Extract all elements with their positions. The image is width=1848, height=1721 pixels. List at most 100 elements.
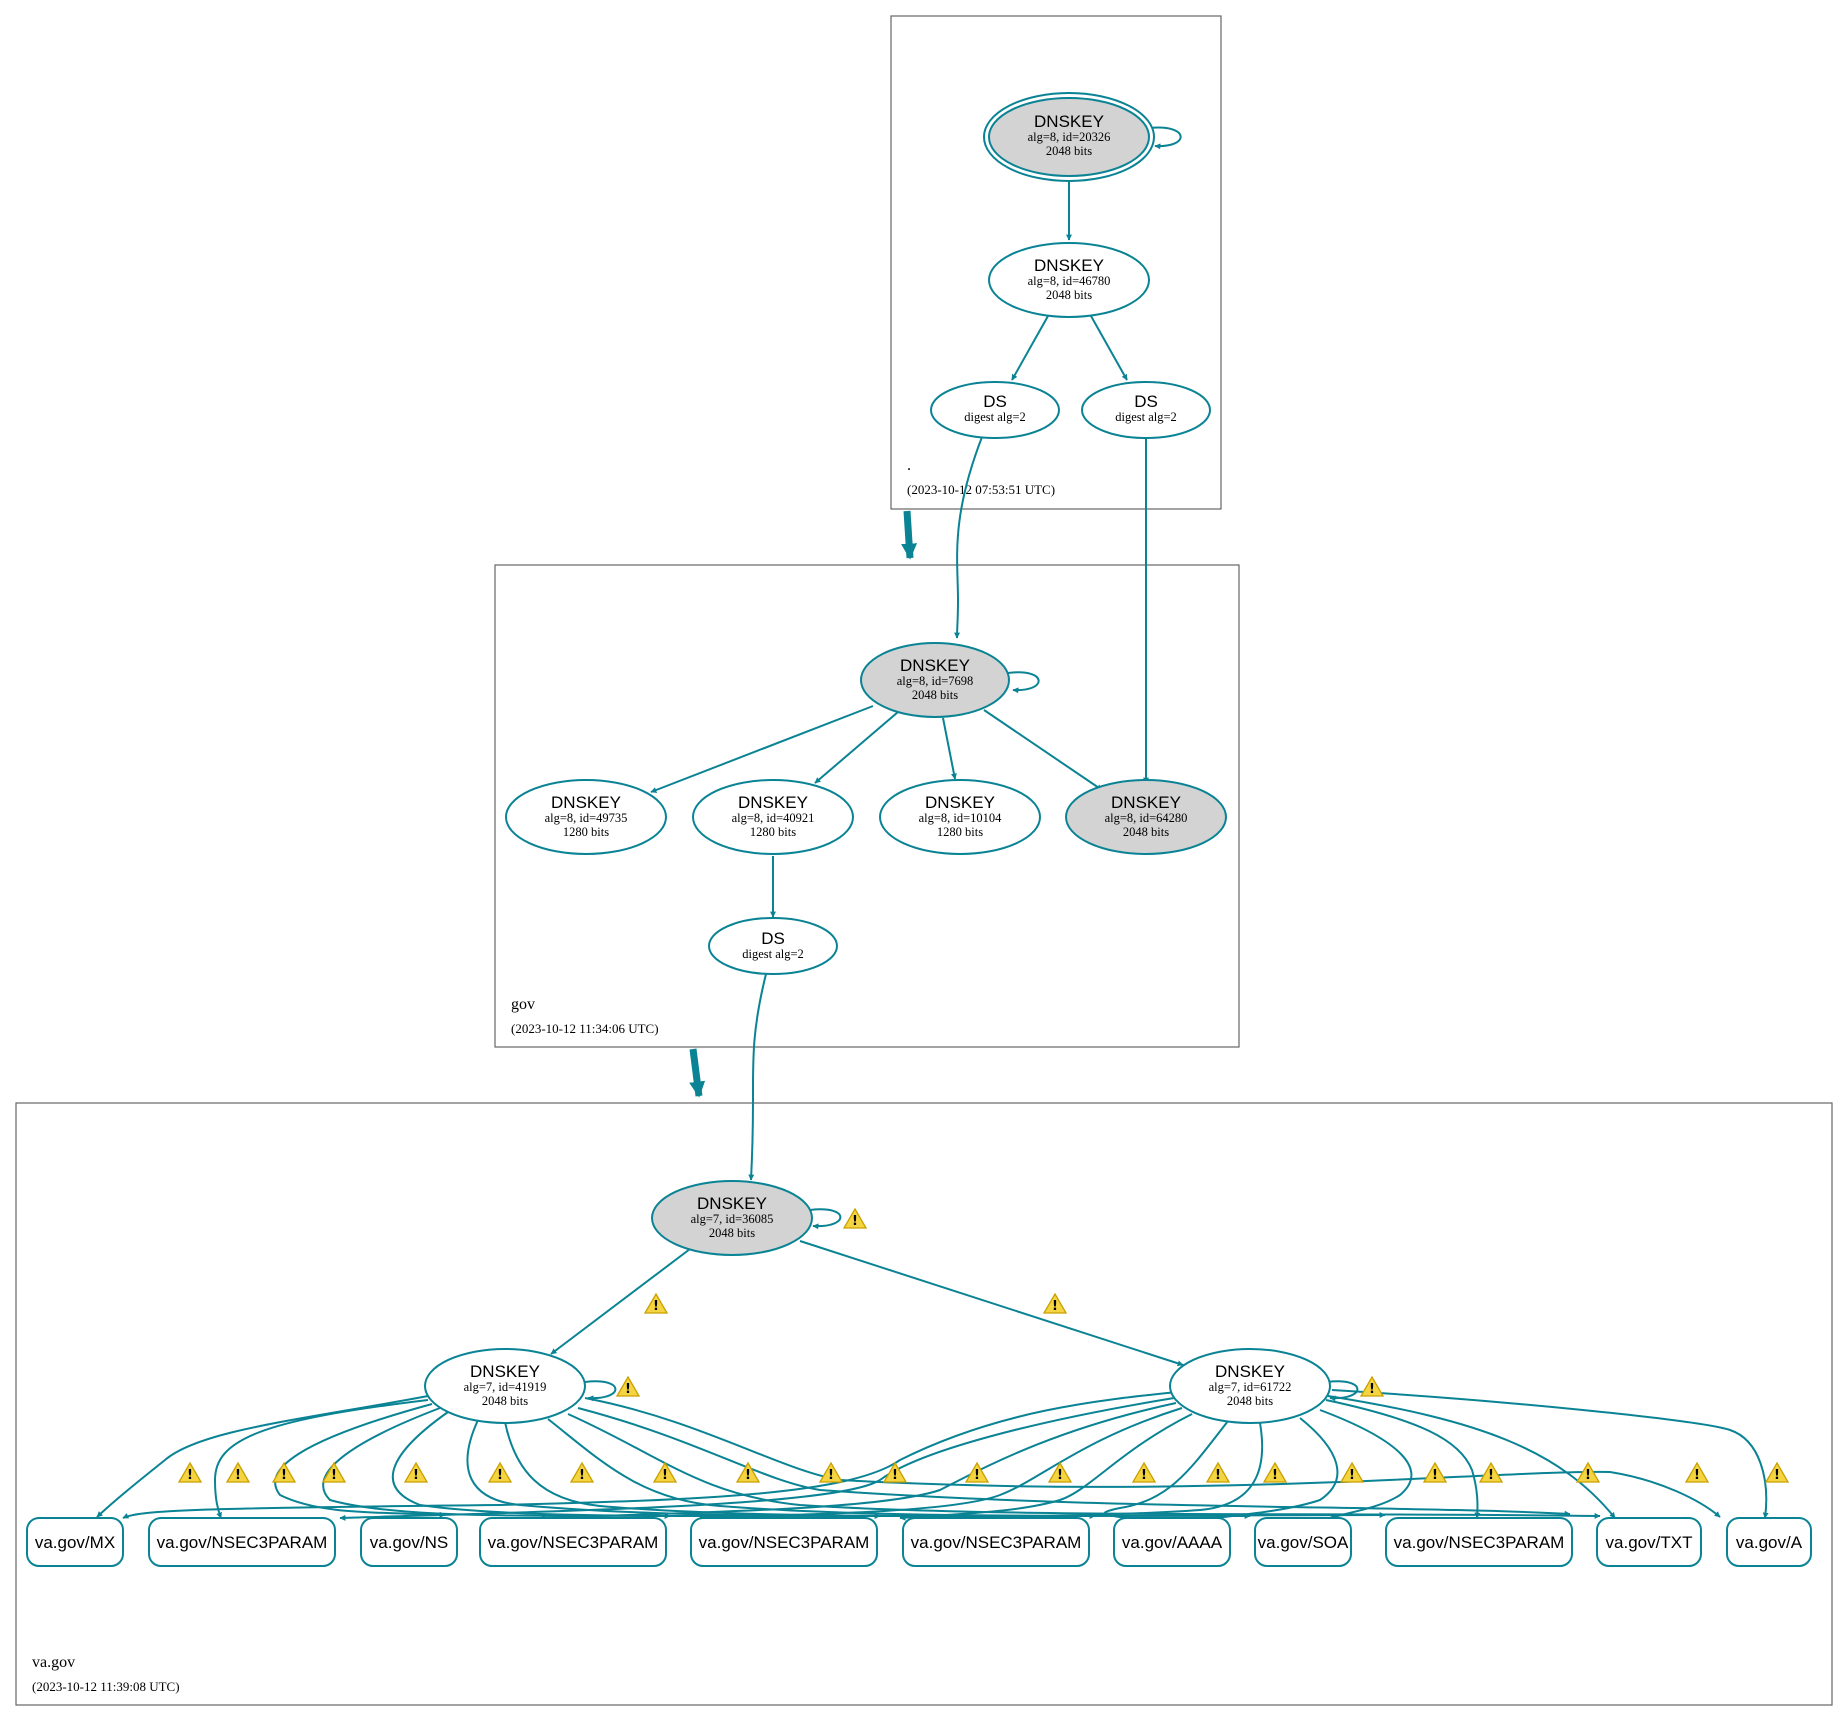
rrset-node-nsec3param-3[interactable]: va.gov/NSEC3PARAM [690,1517,878,1567]
dnskey-node-64280[interactable]: DNSKEY alg=8, id=64280 2048 bits [1065,779,1227,855]
dnskey-node-20326[interactable]: DNSKEY alg=8, id=20326 2048 bits [983,92,1155,182]
node-title: DS [1134,392,1158,411]
edges-gov [650,671,1103,1181]
warning-triangle-icon[interactable] [1043,1293,1067,1315]
rrset-node-nsec3param-4[interactable]: va.gov/NSEC3PARAM [902,1517,1090,1567]
warning-triangle-icon[interactable] [616,1376,640,1398]
rrset-label: va.gov/NS [370,1533,448,1552]
warning-triangle-icon[interactable] [1340,1462,1364,1484]
node-detail: alg=8, id=40921 [732,811,815,825]
dnskey-node-40921[interactable]: DNSKEY alg=8, id=40921 1280 bits [692,779,854,855]
rrset-node-a[interactable]: va.gov/A [1726,1517,1812,1567]
rrset-label: va.gov/TXT [1606,1533,1693,1552]
node-detail: 1280 bits [937,825,983,839]
node-detail: 2048 bits [482,1394,528,1408]
ds-node-root-2[interactable]: DS digest alg=2 [1081,381,1211,439]
warning-triangle-icon[interactable] [819,1462,843,1484]
edges-root [954,126,1182,784]
zone-root-name: . [907,457,911,474]
warning-triangle-icon[interactable] [644,1293,668,1315]
rrset-node-nsec3param-5[interactable]: va.gov/NSEC3PARAM [1385,1517,1573,1567]
node-title: DNSKEY [1111,793,1181,812]
node-title: DNSKEY [551,793,621,812]
warning-triangle-icon[interactable] [1765,1462,1789,1484]
warning-triangle-icon[interactable] [1360,1376,1384,1398]
rrset-label: va.gov/NSEC3PARAM [157,1533,328,1552]
ds-node-gov[interactable]: DS digest alg=2 [708,917,838,975]
zone-gov-name: gov [511,996,535,1013]
rrset-label: va.gov/AAAA [1122,1533,1223,1552]
dnskey-node-7698[interactable]: DNSKEY alg=8, id=7698 2048 bits [860,642,1010,718]
node-detail: alg=8, id=46780 [1028,274,1111,288]
edges-vagov [96,1208,1769,1521]
node-detail: digest alg=2 [964,410,1026,424]
warning-triangle-icon[interactable] [226,1462,250,1484]
node-detail: alg=8, id=64280 [1105,811,1188,825]
node-title: DNSKEY [1215,1362,1285,1381]
delegation-arrow-root-gov [901,510,918,560]
warning-triangle-icon[interactable] [1685,1462,1709,1484]
node-detail: 2048 bits [912,688,958,702]
rrset-node-txt[interactable]: va.gov/TXT [1596,1517,1702,1567]
rrset-node-ns[interactable]: va.gov/NS [360,1517,458,1567]
node-title: DNSKEY [1034,112,1104,131]
warning-triangle-icon[interactable] [843,1208,867,1230]
warning-triangle-icon[interactable] [736,1462,760,1484]
warning-triangle-icon[interactable] [570,1462,594,1484]
zone-gov: gov (2023-10-12 11:34:06 UTC) [494,564,1240,1048]
warning-triangle-icon[interactable] [1206,1462,1230,1484]
rrset-label: va.gov/MX [35,1533,115,1552]
warning-triangle-icon[interactable] [965,1462,989,1484]
zone-vagov: va.gov (2023-10-12 11:39:08 UTC) [15,1102,1833,1706]
node-detail: alg=7, id=41919 [464,1380,547,1394]
node-title: DNSKEY [470,1362,540,1381]
node-detail: 2048 bits [1123,825,1169,839]
node-title: DS [761,929,785,948]
warning-triangle-icon[interactable] [488,1462,512,1484]
rrset-label: va.gov/A [1736,1533,1803,1552]
node-detail: 1280 bits [750,825,796,839]
node-title: DNSKEY [738,793,808,812]
node-title: DNSKEY [900,656,970,675]
warning-triangle-icon[interactable] [1479,1462,1503,1484]
rrset-label: va.gov/NSEC3PARAM [488,1533,659,1552]
rrset-node-soa[interactable]: va.gov/SOA [1254,1517,1352,1567]
rrset-label: va.gov/NSEC3PARAM [911,1533,1082,1552]
node-detail: alg=8, id=7698 [897,674,974,688]
rrset-node-mx[interactable]: va.gov/MX [26,1517,124,1567]
dnskey-node-41919[interactable]: DNSKEY alg=7, id=41919 2048 bits [424,1348,586,1424]
zone-root-timestamp: (2023-10-12 07:53:51 UTC) [907,482,1055,497]
warnings [178,1208,1789,1484]
warning-triangle-icon[interactable] [1263,1462,1287,1484]
dnskey-node-36085[interactable]: DNSKEY alg=7, id=36085 2048 bits [651,1180,813,1256]
warning-triangle-icon[interactable] [178,1462,202,1484]
rrset-node-aaaa[interactable]: va.gov/AAAA [1113,1517,1231,1567]
dnskey-node-49735[interactable]: DNSKEY alg=8, id=49735 1280 bits [505,779,667,855]
warning-triangle-icon[interactable] [404,1462,428,1484]
node-detail: 2048 bits [709,1226,755,1240]
delegation-arrow-gov-vagov [689,1048,706,1098]
node-detail: 2048 bits [1046,144,1092,158]
zone-gov-timestamp: (2023-10-12 11:34:06 UTC) [511,1021,659,1036]
warning-triangle-icon[interactable] [1423,1462,1447,1484]
dnskey-node-46780[interactable]: DNSKEY alg=8, id=46780 2048 bits [988,242,1150,318]
rrset-label: va.gov/NSEC3PARAM [699,1533,870,1552]
zone-root: . (2023-10-12 07:53:51 UTC) [890,15,1222,510]
node-detail: 2048 bits [1046,288,1092,302]
node-title: DNSKEY [697,1194,767,1213]
dnskey-node-10104[interactable]: DNSKEY alg=8, id=10104 1280 bits [879,779,1041,855]
zone-vagov-timestamp: (2023-10-12 11:39:08 UTC) [32,1679,180,1694]
rrset-node-nsec3param-2[interactable]: va.gov/NSEC3PARAM [479,1517,667,1567]
rrset-node-nsec3param-1[interactable]: va.gov/NSEC3PARAM [148,1517,336,1567]
node-detail: alg=8, id=20326 [1028,130,1111,144]
node-title: DS [983,392,1007,411]
ds-node-root-1[interactable]: DS digest alg=2 [930,381,1060,439]
dnskey-node-61722[interactable]: DNSKEY alg=7, id=61722 2048 bits [1169,1348,1331,1424]
node-title: DNSKEY [1034,256,1104,275]
warning-triangle-icon[interactable] [272,1462,296,1484]
node-detail: alg=8, id=10104 [919,811,1003,825]
node-detail: 2048 bits [1227,1394,1273,1408]
node-detail: alg=8, id=49735 [545,811,628,825]
node-title: DNSKEY [925,793,995,812]
warning-triangle-icon[interactable] [1132,1462,1156,1484]
